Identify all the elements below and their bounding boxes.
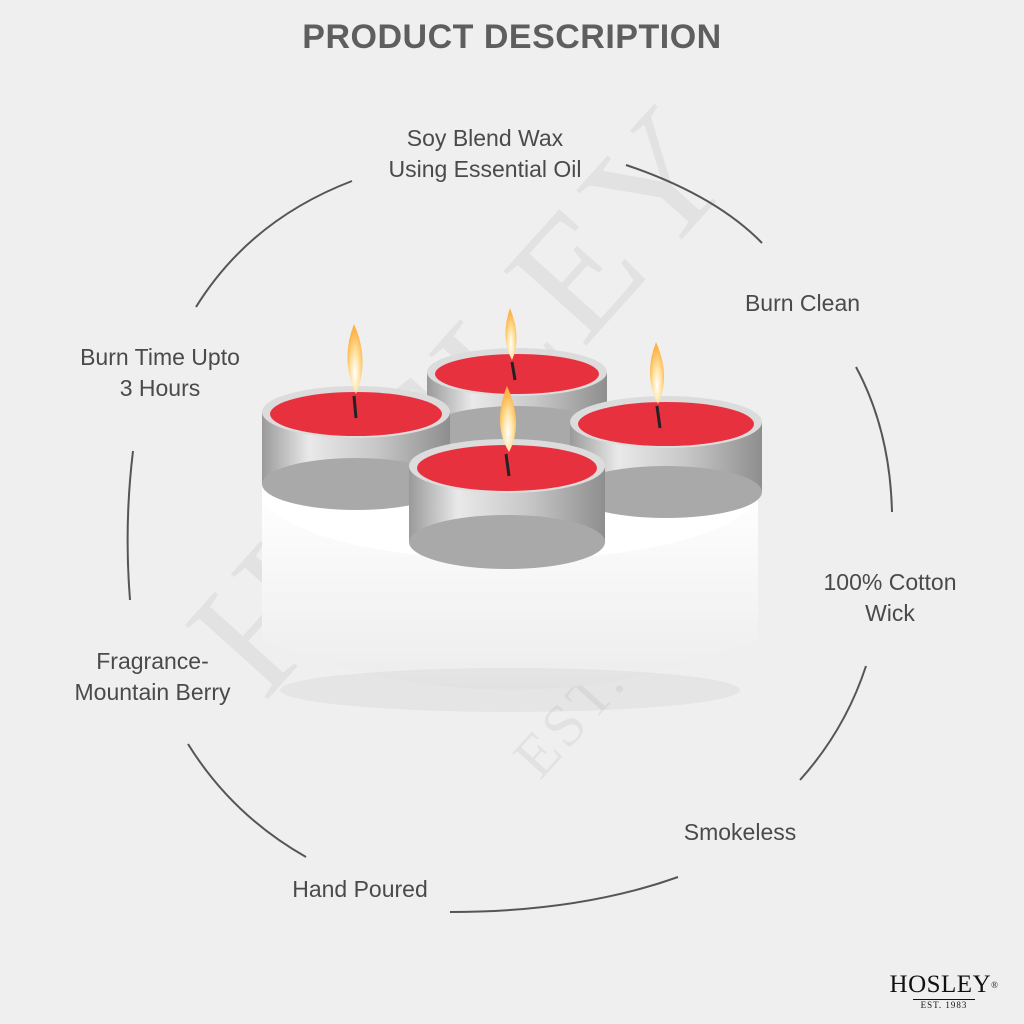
feature-soy-blend-wax: Soy Blend Wax Using Essential Oil: [330, 123, 640, 185]
page-title: PRODUCT DESCRIPTION: [302, 18, 722, 56]
arc-right-lower: [799, 665, 867, 781]
arc-bottom-right: [449, 876, 679, 913]
arc-right-upper: [855, 366, 893, 513]
feature-soy-line2: Using Essential Oil: [388, 156, 582, 182]
feature-fragrance-line2: Mountain Berry: [74, 679, 231, 705]
feature-fragrance-line1: Fragrance-: [96, 648, 209, 674]
feature-soy-line1: Soy Blend Wax: [406, 125, 564, 151]
feature-hand-poured: Hand Poured: [265, 874, 455, 905]
logo-registered-mark: ®: [991, 980, 999, 990]
tealight-left: [262, 324, 450, 510]
arc-top-right: [625, 164, 763, 244]
feature-smokeless: Smokeless: [660, 817, 820, 848]
tealight-front: [409, 386, 605, 569]
feature-burn-clean: Burn Clean: [715, 288, 890, 319]
brand-logo: HOSLEY® EST. 1983: [884, 972, 1004, 1011]
feature-fragrance: Fragrance- Mountain Berry: [45, 646, 260, 708]
feature-smokeless-line1: Smokeless: [683, 819, 797, 845]
feature-wick-line1: 100% Cotton: [823, 569, 957, 595]
arc-top-left: [195, 180, 353, 308]
tealight-right: [570, 342, 762, 518]
logo-name: HOSLEY: [889, 971, 992, 998]
tealight-back: [427, 308, 607, 454]
feature-hand-line1: Hand Poured: [292, 876, 428, 902]
arc-left: [126, 450, 134, 601]
feature-cotton-wick: 100% Cotton Wick: [795, 567, 985, 629]
logo-wordmark: HOSLEY®: [884, 972, 1004, 998]
feature-wick-line2: Wick: [865, 600, 915, 626]
feature-burn-time: Burn Time Upto 3 Hours: [40, 342, 280, 404]
feature-burn-line1: Burn Time Upto: [80, 344, 240, 370]
arc-bottom-left: [187, 743, 307, 858]
feature-clean-line1: Burn Clean: [744, 290, 861, 316]
feature-burn-line2: 3 Hours: [119, 375, 201, 401]
logo-established: EST. 1983: [913, 999, 975, 1010]
